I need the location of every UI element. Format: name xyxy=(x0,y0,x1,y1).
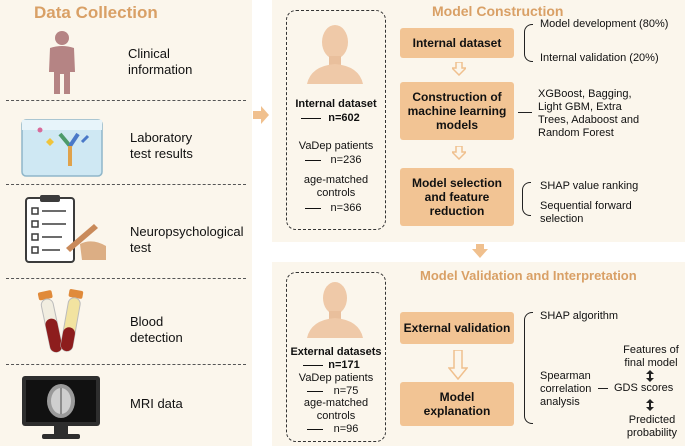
lab-test-icon xyxy=(21,119,103,177)
internal-dataset-step: Internal dataset xyxy=(400,28,514,58)
divider-2 xyxy=(6,184,246,185)
external-dataset-heading: External datasets xyxy=(290,346,382,358)
features-text: Features of final model xyxy=(623,344,679,369)
ml-construction-step: Construction of machine learning models xyxy=(400,82,514,140)
neuropsychological-label: Neuropsychological test xyxy=(130,224,244,255)
divider-1 xyxy=(6,100,246,101)
model-development-text: Model development (80%) xyxy=(540,18,669,30)
split-brace xyxy=(524,24,533,62)
algorithms-list: XGBoost, Bagging, Light GBM, Extra Trees… xyxy=(538,88,640,139)
double-arrow-icon xyxy=(646,399,654,411)
down-arrow-icon xyxy=(448,350,468,380)
model-selection-step: Model selection and feature reduction xyxy=(400,168,514,226)
external-group1-label: VaDep patients xyxy=(298,372,374,384)
internal-group2-label: age-matched controls xyxy=(303,174,369,199)
spearman-connector xyxy=(598,388,608,389)
internal-group2-n: n=366 xyxy=(287,202,385,215)
model-explanation-step: Model explanation xyxy=(400,382,514,426)
blood-label: Blood detection xyxy=(130,314,183,345)
laboratory-label: Laboratory test results xyxy=(130,130,193,161)
selection-brace xyxy=(522,182,531,216)
double-arrow-icon xyxy=(646,370,654,382)
algorithms-connector xyxy=(518,112,532,113)
person-icon xyxy=(49,31,75,94)
internal-group1-n: n=236 xyxy=(287,154,385,167)
divider-4 xyxy=(6,364,246,365)
validation-title: Model Validation and Interpretation xyxy=(420,268,637,283)
external-total: n=171 xyxy=(287,359,385,372)
clinical-label: Clinical information xyxy=(128,46,193,77)
shap-ranking-text: SHAP value ranking xyxy=(540,180,639,192)
predicted-text: Predicted probability xyxy=(626,414,678,439)
down-arrow-icon xyxy=(452,62,466,76)
mri-label: MRI data xyxy=(130,396,183,411)
shap-algorithm-text: SHAP algorithm xyxy=(540,310,619,322)
data-collection-title: Data Collection xyxy=(34,3,158,22)
flow-arrow-right-icon xyxy=(253,106,269,124)
divider-3 xyxy=(6,278,246,279)
explanation-brace xyxy=(524,312,533,424)
blood-tube-icon xyxy=(37,289,84,353)
model-construction-title: Model Construction xyxy=(432,3,564,19)
spearman-text: Spearman correlation analysis xyxy=(540,370,592,408)
internal-validation-text: Internal validation (20%) xyxy=(540,52,659,64)
external-group2-label: age-matched controls xyxy=(303,397,369,422)
internal-total: n=602 xyxy=(287,112,385,125)
flow-arrow-down-icon xyxy=(472,244,488,258)
sequential-selection-text: Sequential forward selection xyxy=(540,200,632,225)
head-bust-icon xyxy=(307,282,363,338)
mri-monitor-icon xyxy=(22,376,100,439)
gds-text: GDS scores xyxy=(614,382,674,394)
internal-dataset-heading: Internal dataset xyxy=(295,98,377,110)
external-group1-n: n=75 xyxy=(287,385,385,398)
external-group2-n: n=96 xyxy=(287,423,385,436)
questionnaire-icon xyxy=(25,195,106,263)
external-validation-step: External validation xyxy=(400,312,514,344)
internal-group1-label: VaDep patients xyxy=(298,140,374,152)
down-arrow-icon xyxy=(452,146,466,160)
head-bust-icon xyxy=(307,25,363,84)
